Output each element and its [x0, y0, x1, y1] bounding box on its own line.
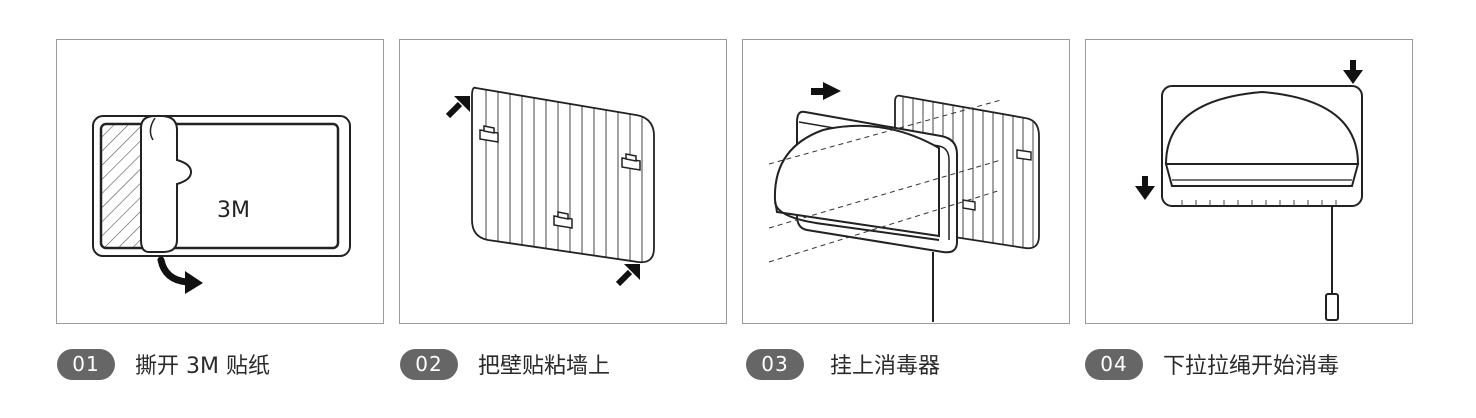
step-3-label: 03 挂上消毒器: [746, 348, 940, 380]
step-caption: 把壁贴粘墙上: [478, 354, 611, 379]
peeled-liner: [140, 115, 193, 253]
down-arrow-icon: [1135, 60, 1363, 200]
step-4-illustration: [1135, 60, 1363, 321]
step-number-badge: 03: [746, 348, 804, 380]
step-3-panel: [742, 39, 1070, 324]
step-3-illustration: [768, 82, 1040, 322]
step-caption: 挂上消毒器: [830, 354, 941, 379]
cord-handle: [1325, 293, 1339, 321]
step-1-illustration: 3M: [92, 115, 351, 294]
sticker-inner: [99, 122, 340, 250]
peel-arrow-icon: [157, 256, 203, 294]
press-arrow-icon: [445, 96, 640, 287]
step-number-badge: 02: [400, 348, 458, 380]
disinfector-device: [1164, 90, 1360, 321]
sticker-label: 3M: [217, 198, 250, 223]
step-2-illustration: [445, 86, 655, 287]
step-number-badge: 04: [1085, 348, 1143, 380]
step-4-label: 04 下拉拉绳开始消毒: [1085, 348, 1339, 380]
step-4-panel: [1085, 39, 1413, 324]
hang-arrow-icon: [811, 82, 841, 100]
step-caption: 下拉拉绳开始消毒: [1163, 354, 1340, 379]
hook-icon: [479, 125, 641, 229]
sticker-outer: [92, 115, 351, 257]
alignment-guides: [768, 99, 1002, 263]
step-2-panel: [399, 39, 727, 324]
hatched-area: [102, 125, 140, 247]
disinfector-device: [773, 110, 976, 322]
hook-icon: [1016, 149, 1032, 161]
step-caption: 撕开 3M 贴纸: [135, 354, 270, 379]
step-1-panel: 3M: [56, 39, 384, 324]
step-number-badge: 01: [57, 348, 115, 380]
step-2-label: 02 把壁贴粘墙上: [400, 348, 610, 380]
step-1-label: 01 撕开 3M 贴纸: [57, 348, 270, 380]
wall-plate: [472, 87, 654, 263]
